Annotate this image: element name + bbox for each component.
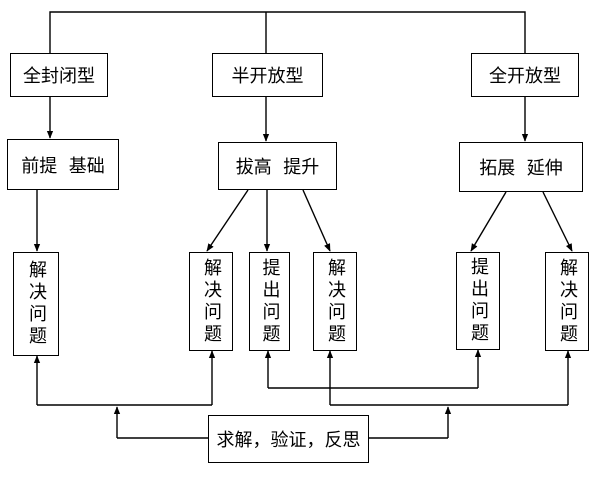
label-full-open-type: 全开放型 — [489, 66, 561, 87]
arrow-half-mid-solve-left — [206, 189, 249, 252]
box-full-pose-problem: 提出问题 — [456, 252, 500, 350]
box-expand-extend: 拓展 延伸 — [459, 142, 583, 192]
label-half-solve-problem-left: 解决问题 — [201, 257, 222, 346]
box-premise-foundation: 前提 基础 — [7, 139, 119, 190]
box-half-open-type: 半开放型 — [212, 53, 323, 97]
label-expand-extend: 拓展 延伸 — [479, 158, 563, 179]
box-full-open-type: 全开放型 — [471, 53, 579, 97]
label-full-pose-problem: 提出问题 — [468, 257, 489, 345]
box-half-solve-problem-right: 解决问题 — [313, 252, 357, 351]
label-full-solve-problem: 解决问题 — [557, 257, 578, 346]
label-closed-type: 全封闭型 — [23, 66, 95, 87]
label-closed-solve-problem: 解决问题 — [26, 260, 47, 348]
arrow-half-mid-solve-right — [302, 189, 331, 252]
label-raise-improve: 拔高 提升 — [235, 157, 320, 178]
box-closed-type: 全封闭型 — [10, 53, 108, 97]
box-raise-improve: 拔高 提升 — [218, 142, 337, 190]
label-solve-verify-reflect: 求解，验证，反思 — [216, 430, 361, 451]
box-full-solve-problem: 解决问题 — [545, 252, 589, 351]
label-half-open-type: 半开放型 — [231, 66, 304, 87]
box-half-solve-problem-left: 解决问题 — [189, 252, 233, 351]
label-premise-foundation: 前提 基础 — [21, 155, 105, 177]
arrow-full-mid-pose — [470, 191, 507, 252]
top-bracket — [49, 11, 526, 53]
box-half-pose-problem: 提出问题 — [249, 252, 290, 351]
label-half-pose-problem: 提出问题 — [259, 257, 281, 346]
arrow-full-mid-solve — [542, 191, 573, 252]
label-half-solve-problem-right: 解决问题 — [325, 257, 346, 346]
box-solve-verify-reflect: 求解，验证，反思 — [208, 415, 369, 463]
box-closed-solve-problem: 解决问题 — [13, 252, 59, 356]
